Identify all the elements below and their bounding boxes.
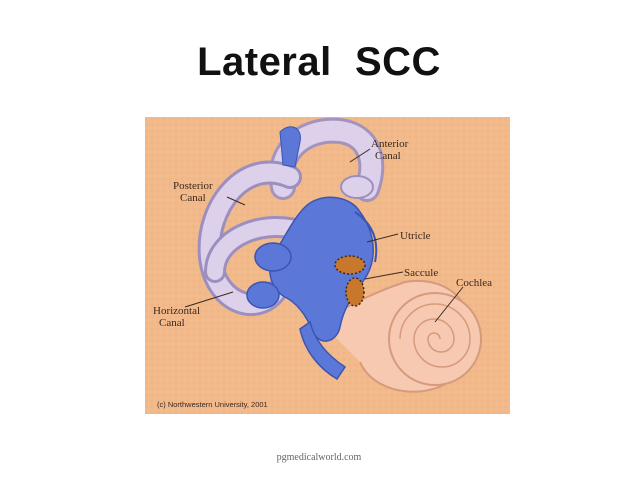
label-horizontal: Horizontal xyxy=(153,305,200,317)
vestibule xyxy=(246,196,378,381)
slide-title: Lateral SCC xyxy=(197,40,441,84)
anterior-ampulla xyxy=(340,175,374,199)
copyright-text: (c) Northwestern University, 2001 xyxy=(157,400,268,409)
label-saccule: Saccule xyxy=(404,267,438,279)
inner-ear-diagram: Anterior Canal Posterior Canal Utricle S… xyxy=(145,117,510,414)
label-utricle: Utricle xyxy=(400,230,431,242)
utricle-macula xyxy=(334,255,366,275)
label-horizontal-canal: Canal xyxy=(159,317,185,329)
label-posterior-canal: Canal xyxy=(180,192,206,204)
label-posterior: Posterior xyxy=(173,180,213,192)
leader-lines xyxy=(184,148,464,323)
label-anterior-canal: Canal xyxy=(375,150,401,162)
label-cochlea: Cochlea xyxy=(456,277,492,289)
cochlea xyxy=(319,279,482,393)
saccule-macula xyxy=(345,277,365,307)
crus-commune xyxy=(279,126,301,168)
source-credit: pgmedicalworld.com xyxy=(276,452,362,463)
label-anterior: Anterior xyxy=(371,138,409,150)
